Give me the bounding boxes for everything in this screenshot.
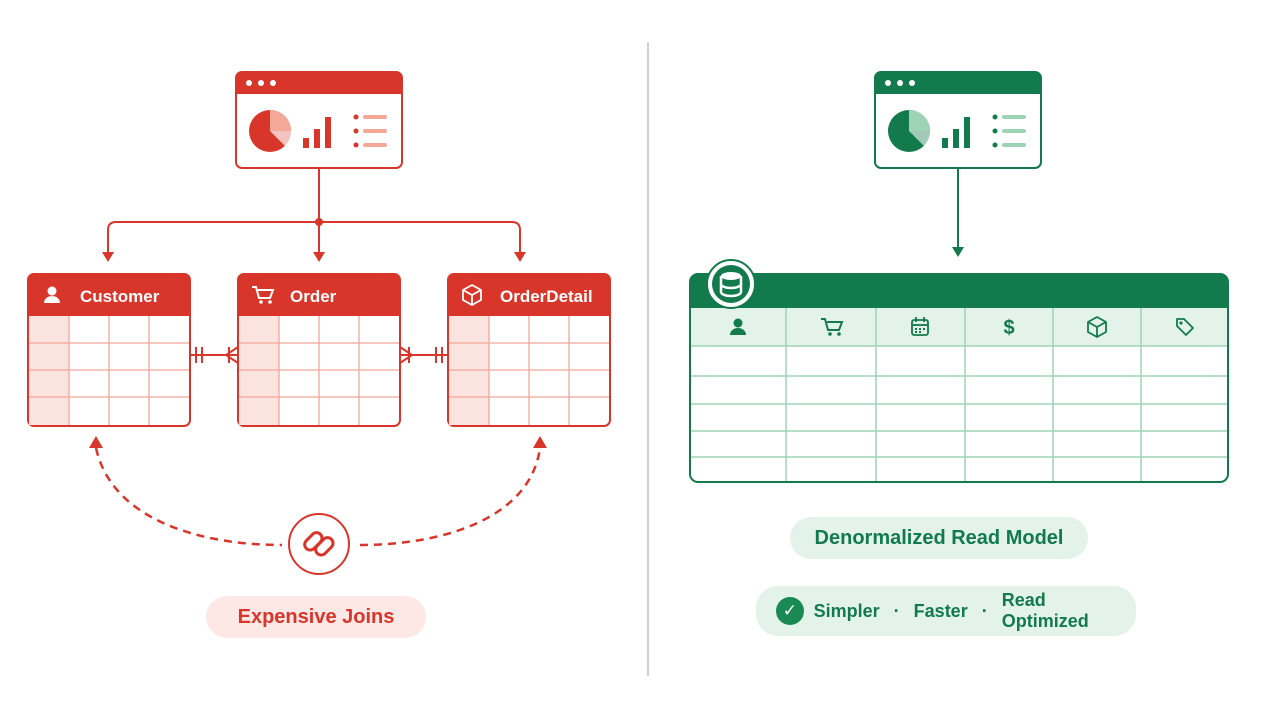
user-icon	[730, 318, 746, 335]
join-arcs	[94, 447, 542, 547]
bar-chart-icon	[303, 117, 331, 148]
entity-table-order: Order	[237, 273, 401, 427]
box-icon	[462, 284, 482, 306]
right-dashboard-window	[874, 71, 1042, 169]
table-title: OrderDetail	[500, 287, 593, 306]
cart-icon	[252, 286, 275, 304]
dollar-icon: $	[1003, 317, 1014, 339]
arrow-head	[102, 252, 114, 262]
pie-chart-icon	[249, 110, 292, 152]
benefit-item: Read Optimized	[1001, 590, 1089, 631]
check-icon: ✓	[776, 597, 804, 625]
benefit-item: Simpler	[813, 600, 880, 621]
separator-dot: ·	[893, 600, 900, 621]
left-dashboard-window	[235, 71, 403, 169]
relationship-connector	[190, 346, 239, 364]
table-title: Order	[290, 287, 337, 306]
fanout-connectors	[107, 168, 521, 252]
box-icon	[1087, 316, 1107, 338]
database-icon	[706, 259, 756, 309]
bar-chart-icon	[942, 117, 970, 148]
separator-dot: ·	[981, 600, 988, 621]
list-icon	[992, 114, 1026, 148]
benefit-item: Faster	[913, 600, 968, 621]
cart-icon	[821, 318, 844, 336]
read-model-label: Denormalized Read Model	[790, 517, 1088, 559]
tag-icon	[1176, 318, 1194, 336]
relationship-connector	[399, 346, 448, 364]
table-title: Customer	[80, 287, 160, 306]
svg-text:$: $	[1003, 317, 1014, 339]
user-icon	[44, 286, 60, 303]
arrow-head	[313, 252, 325, 262]
denormalized-table	[689, 273, 1229, 483]
arrow-head	[952, 247, 964, 257]
entity-table-orderdetail: OrderDetail	[447, 273, 611, 427]
link-icon	[288, 513, 350, 575]
arrow-head	[89, 436, 103, 448]
pie-chart-icon	[888, 110, 931, 152]
entity-table-customer: Customer	[27, 273, 191, 427]
calendar-icon	[911, 317, 929, 336]
benefits-badge: ✓ Simpler · Faster · Read Optimized	[756, 586, 1136, 636]
expensive-joins-label: Expensive Joins	[206, 596, 426, 638]
arrow-head	[514, 252, 526, 262]
list-icon	[353, 114, 387, 148]
arrow-head	[533, 436, 547, 448]
